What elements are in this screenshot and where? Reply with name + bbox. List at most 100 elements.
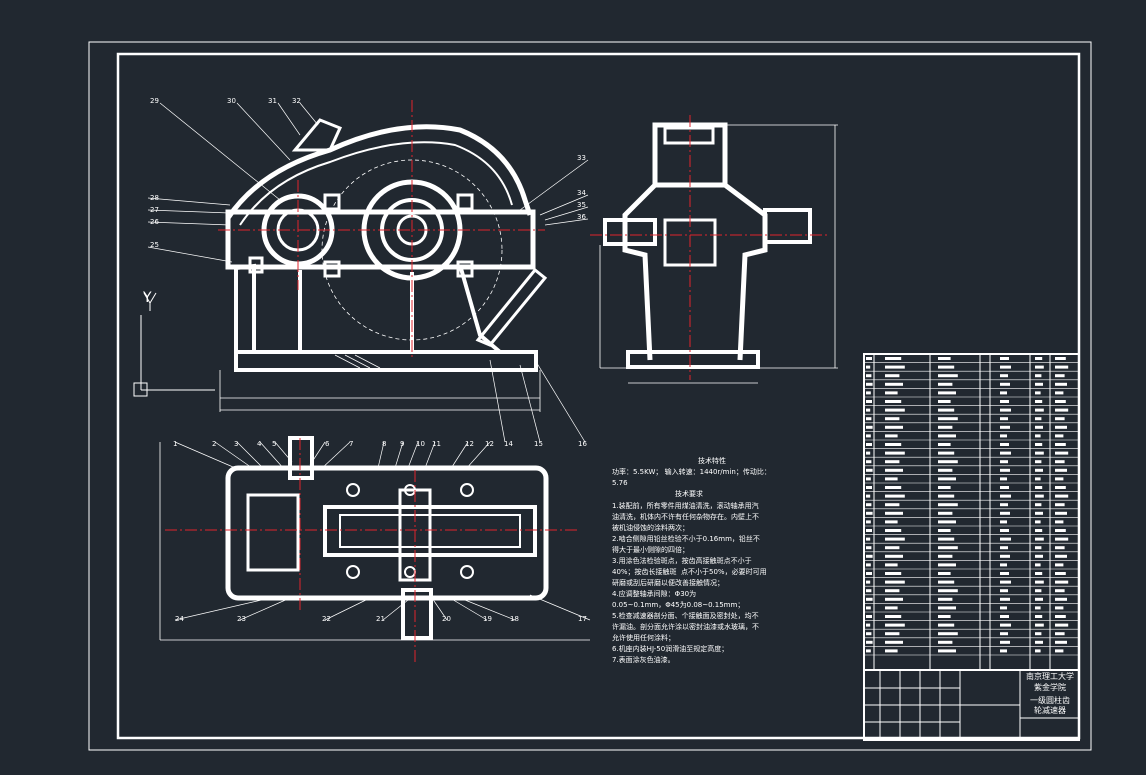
bom-cell-text	[938, 400, 951, 403]
bom-cell-text	[885, 580, 905, 584]
bom-cell-text	[1035, 357, 1043, 360]
tech-characteristics-line2: 5.76	[612, 479, 628, 487]
bom-cell-text	[1035, 554, 1043, 558]
bom-cell-text	[1035, 589, 1042, 593]
bom-cell-text	[1055, 529, 1066, 532]
bom-cell-text	[866, 486, 872, 489]
bom-cell-text	[1000, 606, 1007, 610]
part-label: 16	[578, 440, 587, 448]
bom-cell-text	[885, 589, 900, 593]
bom-cell-text	[885, 486, 902, 489]
bom-cell-text	[866, 460, 872, 464]
bom-cell-text	[866, 451, 871, 455]
bom-cell-text	[866, 606, 871, 610]
tech-requirement-line: 得大于最小侧隙的四倍；	[612, 546, 689, 554]
bom-cell-text	[938, 580, 955, 584]
bom-cell-text	[938, 640, 953, 644]
bom-cell-text	[1000, 597, 1010, 601]
bom-cell-text	[1055, 408, 1069, 412]
bom-cell-text	[1035, 537, 1044, 541]
bom-cell-text	[938, 477, 956, 481]
bom-cell-text	[938, 529, 951, 532]
part-label: 20	[442, 615, 451, 623]
bom-cell-text	[1055, 606, 1064, 610]
ucs-icon	[133, 292, 215, 397]
side-view	[599, 122, 838, 384]
bom-cell-text	[1035, 649, 1041, 653]
bom-cell-text	[1035, 408, 1044, 412]
bom-cell-text	[866, 365, 871, 369]
bom-cell-text	[1000, 640, 1010, 644]
tech-requirement-line: 40%；按齿长接触斑 点不小于50%，必要时可用	[612, 568, 767, 576]
bom-table	[863, 353, 1080, 671]
bom-cell-text	[866, 632, 872, 636]
bom-cell-text	[938, 632, 958, 636]
tech-requirement-line: 0.05~0.1mm，Φ45为0.08~0.15mm；	[612, 601, 745, 609]
bom-cell-text	[1000, 417, 1008, 421]
bom-cell-text	[1000, 563, 1007, 567]
bom-cell-text	[1000, 503, 1008, 507]
bom-cell-text	[866, 503, 872, 507]
part-label: 15	[534, 440, 543, 448]
bom-cell-text	[938, 357, 951, 360]
bom-cell-text	[1000, 434, 1007, 438]
bom-cell-text	[1035, 529, 1043, 532]
bom-cell-text	[1000, 400, 1009, 403]
bom-cell-text	[866, 640, 873, 644]
bom-cell-text	[885, 451, 905, 455]
bom-cell-text	[1000, 357, 1009, 360]
bom-cell-text	[1035, 580, 1044, 584]
bom-cell-text	[885, 503, 900, 507]
bom-cell-text	[1055, 589, 1065, 593]
part-label: 26	[150, 218, 159, 226]
bom-cell-text	[1055, 649, 1064, 653]
bom-cell-text	[938, 623, 955, 627]
bom-cell-text	[1055, 615, 1066, 618]
front-view-centerlines	[218, 100, 545, 360]
bom-cell-text	[885, 649, 898, 653]
bom-cell-text	[938, 546, 958, 550]
bom-cell-text	[885, 391, 898, 395]
bom-cell-text	[1055, 537, 1069, 541]
title-block-drawing-name2: 轮减速器	[1034, 706, 1066, 715]
bom-cell-text	[885, 554, 903, 558]
bom-cell-text	[1035, 365, 1044, 369]
bom-cell-text	[1000, 460, 1008, 464]
tech-requirements-title: 技术要求	[675, 490, 703, 498]
part-label: 24	[175, 615, 184, 623]
bom-cell-text	[885, 357, 902, 360]
bom-cell-text	[1035, 460, 1042, 464]
part-label: 30	[227, 97, 236, 105]
bom-cell-text	[1035, 606, 1041, 610]
bom-cell-text	[938, 572, 951, 575]
bom-cell-text	[1055, 365, 1069, 369]
bom-cell-text	[1035, 597, 1043, 601]
bom-cell-text	[1000, 477, 1007, 481]
part-label: 11	[432, 440, 441, 448]
bom-cell-text	[1035, 623, 1044, 627]
bom-cell-text	[1035, 563, 1041, 567]
bom-cell-text	[1055, 563, 1064, 567]
bom-cell-text	[1000, 520, 1007, 524]
tech-requirement-line: 2.啮合侧隙用铅丝检验不小于0.16mm，铅丝不	[612, 535, 760, 543]
bom-cell-text	[866, 443, 872, 446]
top-view	[159, 436, 591, 641]
bom-cell-text	[1000, 511, 1010, 515]
bom-cell-text	[1000, 580, 1011, 584]
ucs-y-label: Y	[143, 290, 152, 306]
bom-cell-text	[1035, 615, 1043, 618]
bom-cell-text	[938, 391, 956, 395]
part-label: 36	[577, 213, 586, 221]
title-block-school2: 紫金学院	[1034, 683, 1066, 692]
bom-cell-text	[938, 554, 953, 558]
part-label: 7	[349, 440, 353, 448]
bom-cell-text	[885, 382, 903, 386]
bom-cell-text	[938, 451, 955, 455]
bom-cell-text	[885, 640, 903, 644]
bom-cell-text	[1055, 400, 1066, 403]
part-label: 27	[150, 206, 159, 214]
bom-cell-text	[885, 563, 898, 567]
bom-cell-text	[866, 468, 873, 472]
bom-cell-text	[1035, 503, 1042, 507]
